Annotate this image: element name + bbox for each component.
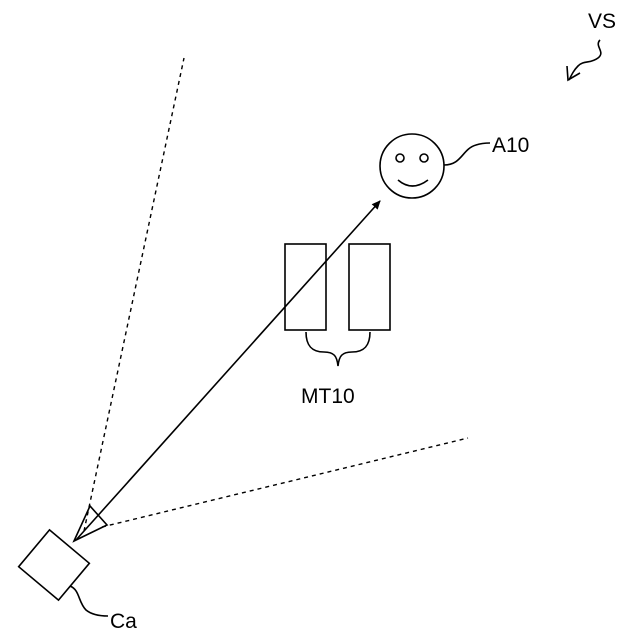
- marker-rect-right: [349, 244, 390, 330]
- camera-leader: [70, 586, 108, 616]
- marker-rect-left: [285, 244, 326, 330]
- fov-boundary-right: [102, 438, 468, 527]
- markers-brace: [306, 332, 370, 366]
- line-of-sight-arrow: [76, 201, 380, 540]
- vs-label: VS: [588, 10, 616, 33]
- avatar-face-icon: [380, 134, 444, 198]
- camera-body: [19, 530, 90, 600]
- vs-wavy-leader: [569, 40, 601, 80]
- avatar-label: A10: [492, 134, 529, 157]
- camera-label: Ca: [110, 610, 137, 633]
- markers-label: MT10: [301, 385, 355, 408]
- avatar-leader: [444, 143, 490, 165]
- fov-boundary-left: [84, 58, 184, 531]
